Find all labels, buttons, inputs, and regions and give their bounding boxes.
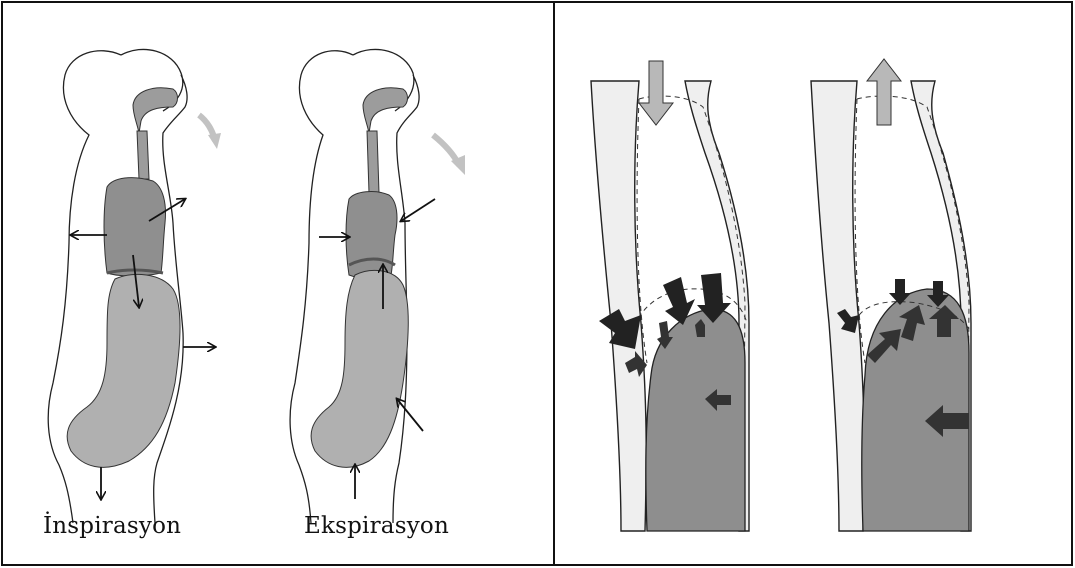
caption-expiration: Ekspirasyon [304, 513, 449, 539]
right-panel [555, 3, 1071, 564]
lung-inspiration [104, 178, 166, 276]
airflow-in-arrow [639, 61, 673, 125]
respiration-body-diagrams [3, 3, 555, 564]
arrow-belly-in-expiration [397, 399, 423, 431]
caption-inspiration: İnspirasyon [43, 513, 181, 539]
inspiration-figure [48, 49, 221, 523]
torso-inspiration [591, 61, 749, 531]
torso-expiration [811, 59, 971, 531]
head-cavity-inspiration [133, 88, 178, 133]
arrow-chest-in-expiration [401, 199, 435, 221]
airflow-out-arrow [867, 59, 901, 125]
back-wall-expiration [811, 81, 864, 531]
trachea-expiration [367, 131, 379, 193]
expiration-figure [290, 49, 465, 523]
abdomen-expiration [311, 270, 408, 467]
thoracoabdominal-pressure-diagrams [555, 3, 1071, 564]
left-panel: İnspirasyon Ekspirasyon [3, 3, 555, 564]
trachea-inspiration [137, 131, 149, 179]
lung-expiration [346, 192, 397, 278]
abdomen-inspiration [67, 274, 180, 467]
